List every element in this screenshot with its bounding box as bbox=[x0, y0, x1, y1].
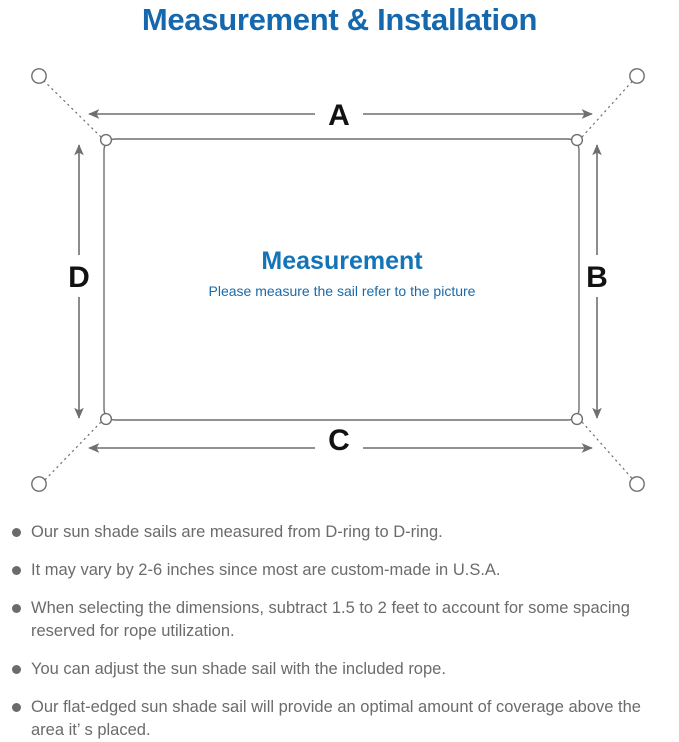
dimension-a: A bbox=[88, 99, 593, 132]
rope-line-bottom-left bbox=[40, 421, 102, 485]
d-ring-bottom-left-icon bbox=[99, 412, 113, 426]
bullet-icon bbox=[12, 566, 21, 575]
dimension-c: C bbox=[88, 424, 593, 457]
bullet-icon bbox=[12, 528, 21, 537]
bullet-icon bbox=[12, 604, 21, 613]
list-item: Our sun shade sails are measured from D-… bbox=[0, 521, 679, 544]
rope-line-top-left bbox=[42, 79, 102, 138]
dimension-d-label: D bbox=[68, 261, 90, 294]
bullet-icon bbox=[12, 703, 21, 712]
rope-line-top-right bbox=[581, 75, 638, 138]
list-item: You can adjust the sun shade sail with t… bbox=[0, 658, 679, 681]
note-text: Our flat-edged sun shade sail will provi… bbox=[31, 698, 641, 739]
note-text: Our sun shade sails are measured from D-… bbox=[31, 523, 443, 541]
page-title: Measurement & Installation bbox=[141, 2, 538, 37]
dimension-d: D bbox=[68, 144, 90, 419]
rope-line-bottom-right bbox=[581, 421, 638, 485]
note-text: You can adjust the sun shade sail with t… bbox=[31, 660, 446, 678]
diagram-center-heading: Measurement bbox=[261, 247, 423, 275]
sail-body bbox=[103, 138, 580, 421]
dimension-a-label: A bbox=[328, 99, 350, 132]
d-ring-top-right-icon bbox=[570, 133, 584, 147]
bullet-icon bbox=[12, 665, 21, 674]
dimension-b: B bbox=[586, 144, 608, 419]
d-ring-bottom-right-icon bbox=[570, 412, 584, 426]
note-text: When selecting the dimensions, subtract … bbox=[31, 599, 630, 640]
list-item: When selecting the dimensions, subtract … bbox=[0, 597, 679, 643]
dimension-b-label: B bbox=[586, 261, 608, 294]
diagram-center-subtitle: Please measure the sail refer to the pic… bbox=[209, 283, 476, 299]
anchor-bottom-left-icon bbox=[31, 476, 47, 492]
list-item: Our flat-edged sun shade sail will provi… bbox=[0, 696, 679, 742]
dimension-c-label: C bbox=[328, 424, 350, 457]
notes-list: Our sun shade sails are measured from D-… bbox=[0, 521, 679, 742]
anchor-bottom-right-icon bbox=[629, 476, 645, 492]
note-text: It may vary by 2-6 inches since most are… bbox=[31, 561, 501, 579]
anchor-top-right-icon bbox=[629, 68, 645, 84]
anchor-top-left-icon bbox=[31, 68, 47, 84]
list-item: It may vary by 2-6 inches since most are… bbox=[0, 559, 679, 582]
d-ring-top-left-icon bbox=[99, 133, 113, 147]
measurement-diagram: A C D B Measurement Please measure the s… bbox=[0, 45, 679, 515]
measurement-diagram-svg: A C D B Measurement Please measure the s… bbox=[31, 68, 645, 492]
